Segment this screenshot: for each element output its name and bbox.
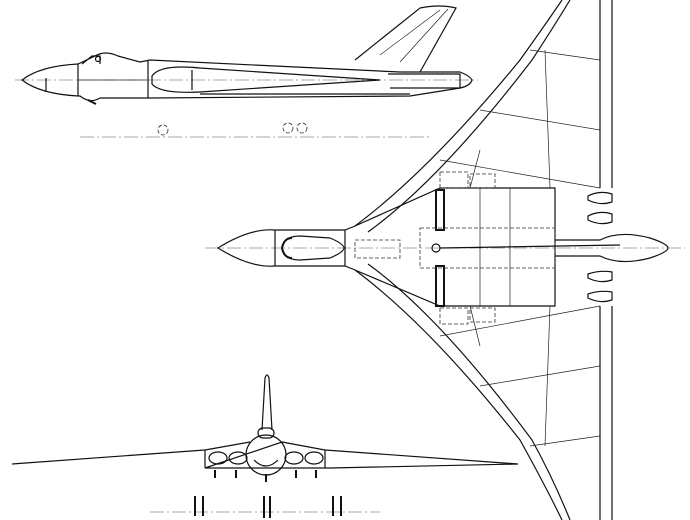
wing-front <box>11 441 519 469</box>
wing-panel-line <box>439 305 601 337</box>
side-view <box>15 5 478 138</box>
spine-line <box>439 244 621 249</box>
wing-leading-edge-lower <box>354 269 563 520</box>
canopy-window <box>94 55 102 63</box>
front-view <box>11 374 519 518</box>
wheels-front <box>194 496 342 518</box>
engine-exhaust <box>587 270 613 283</box>
wing-rib-line <box>544 49 551 189</box>
top-view <box>205 0 685 520</box>
engine-intakes-front <box>208 451 324 465</box>
wing-rib-line <box>469 149 481 189</box>
gear-bay-outline <box>439 171 469 189</box>
wing-panel-line <box>439 159 601 189</box>
fin-front <box>261 374 273 431</box>
engine-exhaust <box>587 290 613 303</box>
nose-gear-door <box>87 99 97 105</box>
wing-edge-line <box>367 0 571 233</box>
fin-panel-line <box>399 8 449 63</box>
wing-edge-line <box>367 263 571 520</box>
gear-bay-outline <box>469 307 496 323</box>
wing-rib-line <box>544 305 551 447</box>
landing-gear <box>214 470 317 482</box>
wing-rib-line <box>469 305 481 347</box>
cockpit-front <box>257 427 275 439</box>
main-wheel <box>296 122 308 134</box>
fin-side <box>354 5 457 73</box>
tailcone-side <box>388 73 461 89</box>
bomb-bay-outline <box>419 227 556 269</box>
wing-panel-line <box>529 49 601 61</box>
intake <box>228 451 248 465</box>
intake <box>304 451 324 465</box>
gear-bay-outline <box>469 173 496 189</box>
bay-outline <box>354 239 401 259</box>
tailcone-top <box>555 233 669 263</box>
gear-bay-outline <box>439 307 469 325</box>
wing-panel-line <box>479 365 601 387</box>
wing-leading-edge-upper <box>354 0 563 227</box>
wing-trailing-edge-lower <box>599 306 613 520</box>
intake-upper <box>435 189 445 231</box>
wing-trailing-edge-upper <box>599 0 613 188</box>
engine-nacelle-side <box>151 66 381 93</box>
canopy-top <box>281 235 345 261</box>
fin-panel-line <box>379 9 441 56</box>
nose-wheel <box>157 124 169 136</box>
intake-lower <box>435 265 445 307</box>
engine-exhausts <box>587 191 613 303</box>
main-wheel <box>282 122 294 134</box>
intake <box>284 451 304 465</box>
wing-root <box>204 450 326 468</box>
intake <box>208 451 228 465</box>
wing-panel-line <box>529 435 601 447</box>
wing-panel-line <box>479 109 601 131</box>
radome-front <box>253 459 279 467</box>
engine-exhaust <box>587 211 613 225</box>
canopy-frame <box>281 237 293 259</box>
engine-exhaust <box>587 191 613 205</box>
fuselage-front <box>245 434 287 476</box>
